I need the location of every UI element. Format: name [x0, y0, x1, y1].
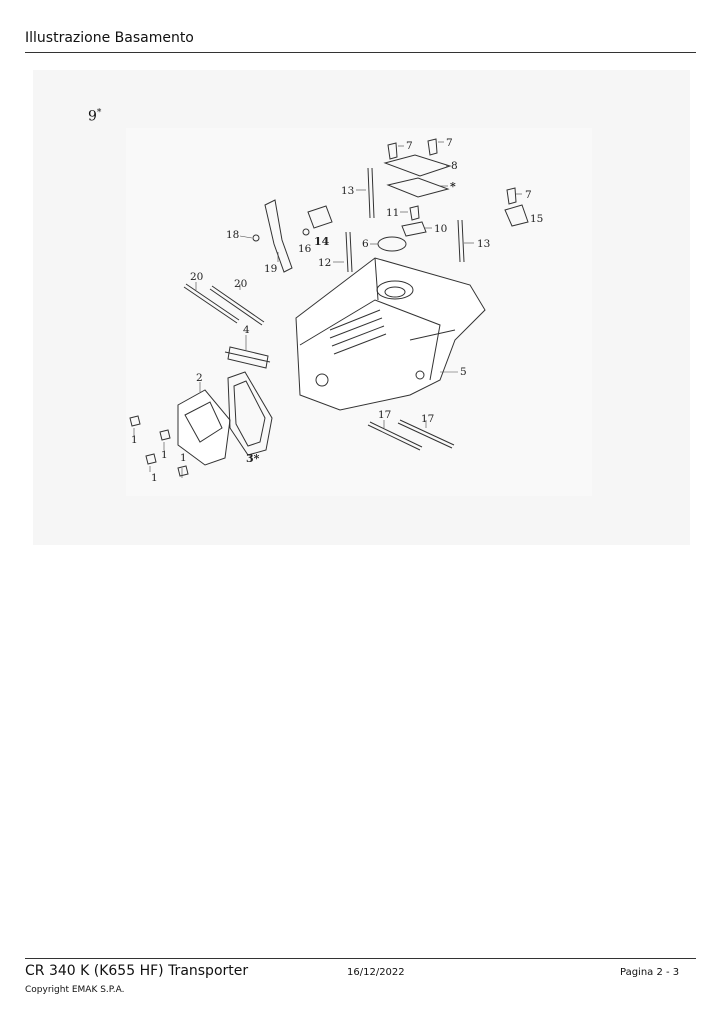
callout-20a: 20	[190, 271, 203, 283]
bolt-1-a	[129, 415, 141, 427]
bolt-1-c	[145, 453, 157, 465]
stud-20-a	[183, 283, 240, 324]
gasket-plate	[386, 177, 450, 198]
stud-20-b	[209, 285, 265, 326]
dipstick-tube-part	[264, 199, 293, 273]
bolt-7-a	[387, 142, 398, 160]
callout-12: 12	[318, 257, 331, 269]
callout-3: 3*	[246, 452, 260, 465]
footer-copyright: Copyright EMAK S.P.A.	[25, 985, 125, 995]
callout-16: 16	[298, 243, 312, 255]
callout-2: 2	[196, 372, 203, 384]
bolt-7-c	[506, 187, 517, 205]
bracket-15	[504, 204, 529, 227]
callout-17a: 17	[378, 409, 391, 421]
callout-7a: 7	[406, 140, 413, 152]
callout-13b: 13	[477, 238, 490, 250]
bolt-1-b	[159, 429, 171, 441]
footer-date: 16/12/2022	[347, 967, 405, 978]
callout-15: 15	[530, 213, 543, 225]
leader-lines	[133, 141, 522, 478]
stud-17-b	[397, 419, 455, 449]
crankcase-part	[295, 257, 486, 411]
callout-1a: 1	[131, 434, 138, 446]
bolt-1-d	[177, 465, 189, 477]
callout-10: 10	[434, 223, 447, 235]
callout-13a: 13	[341, 185, 354, 197]
switch-14	[307, 205, 333, 229]
page-title: Illustrazione Basamento	[25, 30, 194, 46]
header-rule	[25, 52, 696, 53]
footer-page-number: Pagina 2 - 3	[620, 967, 680, 978]
callout-1b: 1	[161, 449, 168, 461]
callout-1c: 1	[151, 472, 158, 484]
callout-star: *	[450, 180, 456, 193]
callout-11: 11	[386, 207, 399, 219]
bolt-7-b	[427, 138, 438, 156]
washer-18	[252, 234, 260, 242]
gasket-part	[227, 371, 273, 456]
note-mark: *	[96, 108, 102, 118]
callout-6: 6	[362, 238, 369, 250]
callout-19: 19	[264, 263, 277, 275]
callout-14: 14	[314, 235, 330, 248]
spark-plug-part	[224, 346, 271, 369]
callout-8: 8	[451, 160, 458, 172]
bolt-11	[409, 205, 420, 221]
seal-6	[377, 236, 407, 252]
callout-5: 5	[460, 366, 467, 378]
callout-7b: 7	[446, 137, 453, 149]
callout-20b: 20	[234, 278, 247, 290]
note-number: 9	[88, 108, 97, 125]
footer-rule	[25, 958, 696, 959]
callout-17b: 17	[421, 413, 434, 425]
note-label: 9*	[88, 108, 101, 125]
callout-18: 18	[226, 229, 239, 241]
callout-4: 4	[243, 324, 250, 336]
plate-10	[401, 221, 427, 237]
washer-16	[302, 228, 310, 236]
callout-7c: 7	[525, 189, 532, 201]
footer-model: CR 340 K (K655 HF) Transporter	[25, 963, 249, 979]
stud-13-a	[367, 167, 375, 219]
callout-1d: 1	[180, 452, 187, 464]
stud-17-a	[367, 421, 423, 451]
valve-cover-part	[177, 389, 231, 466]
pin-12	[345, 231, 353, 273]
stud-13-b	[457, 219, 465, 263]
